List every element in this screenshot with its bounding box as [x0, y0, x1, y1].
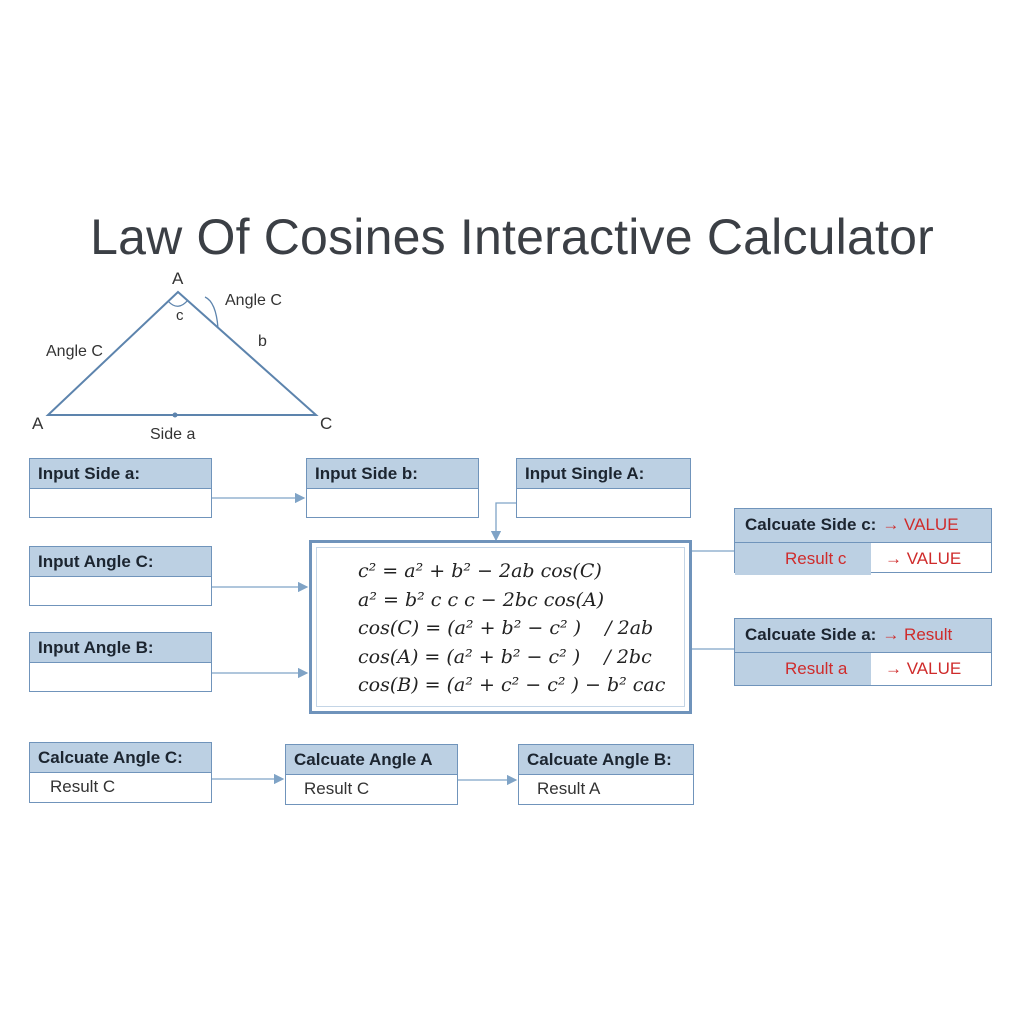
right-side-label: b — [258, 333, 267, 350]
input-angle-b-box: Input Angle B: — [29, 632, 212, 692]
calc-angle-b-button[interactable]: Calcuate Angle B: — [519, 745, 693, 775]
input-side-b-box: Input Side b: — [306, 458, 479, 518]
input-side-b-label: Input Side b: — [307, 459, 478, 489]
formula-line: cos(B) = (a² + c² − c² ) − b² cac — [358, 674, 666, 696]
formula-line: cos(A) = (a² + b² − c² ) / 2bc — [358, 645, 652, 668]
calc-side-c-value: → VALUE — [882, 515, 959, 534]
result-a-label: Result a — [735, 653, 871, 685]
input-angle-b-field[interactable] — [48, 667, 197, 689]
result-a-value: → VALUE — [885, 659, 962, 678]
vertex-right-label: C — [320, 414, 332, 433]
calc-angle-a-result: Result C — [286, 775, 457, 803]
bottom-side-label: Side a — [150, 426, 195, 443]
result-c-label: Result c — [735, 543, 871, 575]
angle-inner-label: c — [176, 307, 184, 324]
calc-side-a-button[interactable]: Calcuate Side a: — [745, 625, 877, 644]
connector-arrows — [212, 492, 734, 786]
triangle-diagram: A A C c Angle C Angle C b Side a — [32, 269, 332, 443]
input-single-a-label: Input Single A: — [517, 459, 690, 489]
input-side-a-field[interactable] — [48, 493, 197, 515]
vertex-left-label: A — [32, 414, 44, 433]
input-side-b-field[interactable] — [325, 493, 464, 515]
angle-arc-inner — [167, 299, 189, 307]
input-angle-c-field[interactable] — [48, 581, 197, 603]
side-a-midpoint — [172, 412, 178, 418]
calc-angle-b-box: Calcuate Angle B: Result A — [518, 744, 694, 805]
formula-line: a² = b² c c c − 2bc cos(A) — [358, 588, 605, 611]
calc-side-a-box: Calcuate Side a: → Result Result a → VALU… — [734, 618, 992, 686]
input-angle-c-box: Input Angle C: — [29, 546, 212, 606]
calc-angle-b-result: Result A — [519, 775, 693, 803]
calc-side-c-button[interactable]: Calcuate Side c: — [745, 515, 877, 534]
calc-side-c-box: Calcuate Side c: → VALUE Result c → VALUE — [734, 508, 992, 575]
input-angle-b-label: Input Angle B: — [30, 633, 211, 663]
result-c-value: → VALUE — [885, 549, 962, 568]
input-single-a-box: Input Single A: — [516, 458, 691, 518]
input-side-a-box: Input Side a: — [29, 458, 212, 518]
input-single-a-field[interactable] — [535, 493, 676, 515]
formula-line: cos(C) = (a² + b² − c² ) / 2ab — [358, 617, 654, 639]
input-side-a-label: Input Side a: — [30, 459, 211, 489]
angle-outer-label: Angle C — [225, 292, 282, 309]
formula-panel: c² = a² + b² − 2ab cos(C) a² = b² c c c … — [309, 540, 692, 714]
arrow-single-a-to-formulas — [490, 502, 517, 542]
calc-angle-c-box: Calcuate Angle C: Result C — [29, 742, 212, 803]
calc-angle-a-box: Calcuate Angle A Result C — [285, 744, 458, 805]
triangle-shape — [45, 290, 319, 416]
input-angle-c-label: Input Angle C: — [30, 547, 211, 577]
vertex-top-label: A — [172, 269, 184, 288]
formula-line: c² = a² + b² − 2ab cos(C) — [358, 560, 602, 582]
calc-angle-a-button[interactable]: Calcuate Angle A — [286, 745, 457, 775]
calc-side-a-value: → Result — [882, 625, 953, 644]
angle-arc-outer — [204, 296, 219, 329]
calc-angle-c-result: Result C — [30, 773, 211, 801]
page-title: Law Of Cosines Interactive Calculator — [90, 209, 934, 265]
calc-angle-c-button[interactable]: Calcuate Angle C: — [30, 743, 211, 773]
left-side-label: Angle C — [46, 343, 103, 360]
